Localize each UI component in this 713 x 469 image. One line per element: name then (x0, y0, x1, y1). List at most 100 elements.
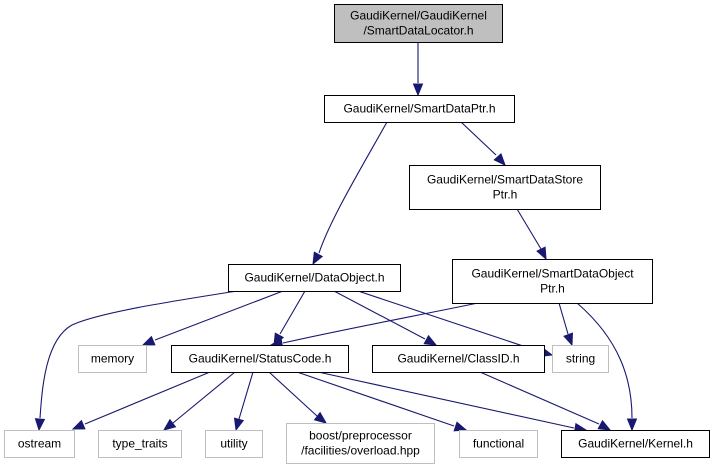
node-label: functional (473, 437, 524, 451)
node-box (78, 345, 147, 373)
node-box (372, 345, 545, 373)
node-label: string (566, 352, 595, 366)
node-box (205, 430, 263, 458)
arrowhead-icon (493, 152, 506, 166)
edge-statuscode-to-boost_overload (268, 371, 328, 424)
node-label: GaudiKernel/SmartDataStore (427, 173, 583, 187)
node-type_traits: type_traits (98, 430, 182, 458)
node-box (228, 264, 401, 292)
node-label: memory (91, 352, 134, 366)
node-label: type_traits (112, 437, 167, 451)
node-label: ostream (18, 437, 61, 451)
arrowhead-icon (423, 334, 438, 346)
node-box (552, 345, 609, 373)
arrowhead-icon (141, 335, 156, 346)
arrowhead-icon (313, 411, 328, 424)
edge-line (296, 371, 455, 427)
edges-layer (34, 42, 638, 434)
node-label: boost/preprocessor (309, 429, 412, 443)
node-box (171, 345, 349, 373)
node-label: GaudiKernel/Kernel.h (578, 437, 693, 451)
arrowhead-icon (312, 251, 324, 266)
arrowhead-icon (233, 417, 245, 432)
node-root[interactable]: GaudiKernel/GaudiKernel/SmartDataLocator… (334, 4, 503, 43)
node-utility: utility (205, 430, 263, 458)
node-string: string (552, 345, 609, 373)
edge-line (268, 371, 318, 417)
node-ostream: ostream (4, 430, 75, 458)
node-kernel[interactable]: GaudiKernel/Kernel.h (561, 430, 710, 458)
edge-line (479, 371, 600, 425)
node-memory: memory (78, 345, 147, 373)
edge-line (516, 208, 542, 250)
edge-line (282, 302, 479, 344)
edge-statuscode-to-type_traits (162, 371, 236, 431)
arrowhead-icon (34, 418, 46, 432)
nodes-layer: GaudiKernel/GaudiKernel/SmartDataLocator… (4, 4, 710, 464)
node-box (459, 430, 538, 458)
arrowhead-icon (626, 418, 638, 432)
edge-line (558, 302, 569, 335)
arrowhead-icon (71, 419, 86, 430)
edge-statuscode-to-utility (233, 371, 254, 432)
node-label: utility (220, 437, 247, 451)
node-box (334, 4, 503, 43)
edge-smartdatastoreptr-to-smartdataobjectptr (516, 208, 547, 261)
node-box (409, 165, 601, 210)
arrowhead-icon (563, 332, 573, 347)
edge-dataobject-to-statuscode (273, 290, 306, 347)
node-label: /facilities/overload.hpp (301, 444, 420, 458)
node-box (452, 259, 653, 304)
edge-line (154, 290, 284, 341)
edge-root-to-smartdataptr (412, 42, 424, 97)
node-label: GaudiKernel/GaudiKernel (350, 9, 487, 23)
node-label: GaudiKernel/SmartDataObject (471, 267, 634, 281)
node-functional: functional (459, 430, 538, 458)
edge-smartdataobjectptr-to-kernel (576, 302, 638, 432)
edge-statuscode-to-ostream (71, 371, 211, 430)
edge-dataobject-to-classid (333, 290, 438, 346)
edge-line (84, 371, 211, 425)
node-box (561, 430, 710, 458)
node-box (324, 95, 515, 123)
edge-smartdataptr-to-dataobject (312, 121, 388, 266)
node-label: GaudiKernel/ClassID.h (397, 352, 519, 366)
edge-line (460, 121, 497, 156)
edge-line (576, 302, 633, 419)
edge-classid-to-kernel (479, 371, 612, 431)
edge-dataobject-to-ostream (34, 290, 238, 432)
node-label: GaudiKernel/SmartDataPtr.h (343, 102, 495, 116)
edge-line (318, 121, 388, 254)
node-dataobject[interactable]: GaudiKernel/DataObject.h (228, 264, 401, 292)
edge-line (279, 290, 306, 335)
node-label: /SmartDataLocator.h (363, 24, 473, 38)
node-box (98, 430, 182, 458)
edge-line (357, 290, 542, 353)
arrowhead-icon (412, 83, 424, 97)
edge-line (39, 290, 238, 419)
node-box (286, 423, 435, 464)
arrowhead-icon (162, 418, 177, 431)
edge-line (317, 371, 575, 429)
node-box (4, 430, 75, 458)
node-smartdataptr[interactable]: GaudiKernel/SmartDataPtr.h (324, 95, 515, 123)
node-label: Ptr.h (493, 188, 518, 202)
node-label: GaudiKernel/StatusCode.h (189, 352, 332, 366)
edge-smartdataobjectptr-to-string (558, 302, 573, 347)
edge-line (172, 371, 236, 424)
edge-smartdataptr-to-smartdatastoreptr (460, 121, 506, 166)
node-label: Ptr.h (540, 282, 565, 296)
edge-line (333, 290, 426, 340)
node-label: GaudiKernel/DataObject.h (244, 271, 384, 285)
edge-smartdataobjectptr-to-statuscode (269, 302, 479, 349)
edge-dataobject-to-memory (141, 290, 284, 346)
arrowhead-icon (597, 419, 612, 431)
arrowhead-icon (536, 246, 547, 261)
node-statuscode[interactable]: GaudiKernel/StatusCode.h (171, 345, 349, 373)
edge-line (238, 371, 254, 420)
node-classid[interactable]: GaudiKernel/ClassID.h (372, 345, 545, 373)
node-boost_overload: boost/preprocessor/facilities/overload.h… (286, 423, 435, 464)
